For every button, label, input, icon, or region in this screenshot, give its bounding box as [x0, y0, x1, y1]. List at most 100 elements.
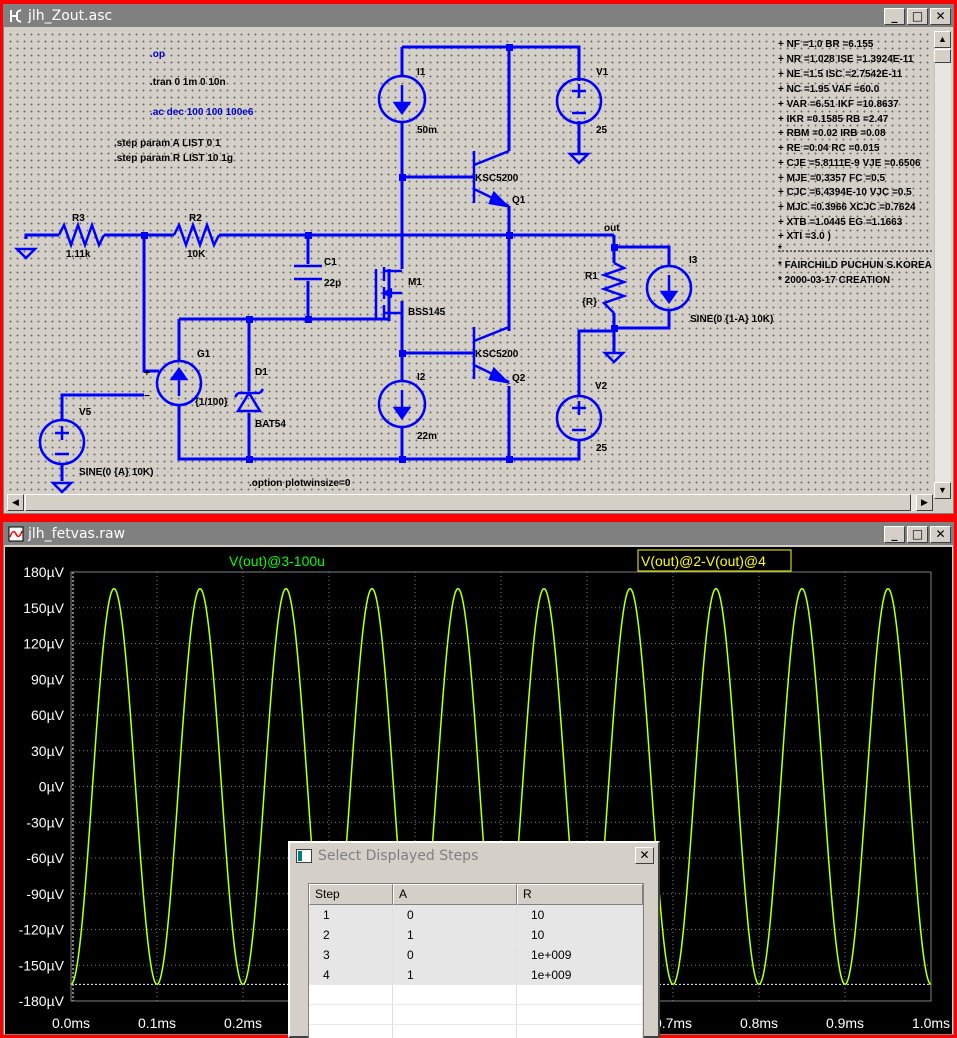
step-cell: 4	[309, 965, 393, 985]
x-tick-label: 0.2ms	[224, 1015, 262, 1031]
v2-value: 25	[596, 443, 608, 454]
r2-symbol[interactable]	[172, 221, 221, 249]
y-tick-label: 120µV	[23, 636, 64, 652]
column-header-a[interactable]: A	[393, 884, 517, 905]
minimize-button[interactable]: _	[884, 8, 905, 25]
d1-label: D1	[255, 367, 268, 378]
y-tick-label: -90µV	[26, 886, 64, 902]
maximize-button[interactable]: □	[907, 526, 928, 543]
step-row[interactable]: 1 0 10	[309, 905, 643, 925]
empty-row	[309, 1005, 643, 1025]
g1-plus: +	[144, 368, 150, 379]
step-row[interactable]: 4 1 1e+009	[309, 965, 643, 985]
r1-value: {R}	[582, 297, 597, 308]
m1-symbol[interactable]	[374, 267, 402, 319]
scroll-up-arrow-icon[interactable]: ▲	[934, 31, 951, 48]
tran-directive[interactable]: .tran 0 1m 0 10n	[150, 77, 226, 88]
schematic-doc-icon	[10, 9, 22, 23]
close-button[interactable]: ✕	[930, 8, 951, 25]
i2-symbol[interactable]	[377, 379, 427, 429]
op-directive[interactable]: .op	[150, 49, 165, 60]
model-line: + NE =1.5 ISC =2.7542E-11	[778, 69, 903, 80]
v2-symbol[interactable]	[555, 394, 603, 442]
dialog-title: Select Displayed Steps	[318, 848, 479, 864]
model-line: + RBM =0.02 IRB =0.08	[778, 128, 886, 139]
scroll-right-arrow-icon[interactable]: ▶	[916, 494, 933, 511]
q1-symbol[interactable]	[472, 149, 511, 208]
column-header-step[interactable]: Step	[309, 884, 393, 905]
step-row[interactable]: 3 0 1e+009	[309, 945, 643, 965]
c1-symbol[interactable]	[294, 264, 322, 281]
y-tick-label: 60µV	[31, 707, 65, 723]
g1-symbol[interactable]	[155, 359, 203, 407]
dialog-close-button[interactable]: ✕	[635, 847, 654, 864]
d1-symbol[interactable]	[234, 388, 264, 413]
close-button[interactable]: ✕	[930, 526, 951, 543]
model-line: + VAR =6.51 IKF =10.8637	[778, 99, 899, 110]
maximize-button[interactable]: □	[907, 8, 928, 25]
model-line: *	[778, 244, 782, 255]
i2-value: 22m	[417, 431, 437, 442]
r1-symbol[interactable]	[600, 261, 628, 314]
scroll-down-arrow-icon[interactable]: ▼	[934, 482, 951, 499]
empty-row	[309, 985, 643, 1005]
minimize-button[interactable]: _	[884, 526, 905, 543]
waveform-titlebar[interactable]: jlh_fetvas.raw _ □ ✕	[4, 523, 953, 545]
g1-label: G1	[197, 349, 211, 360]
model-line: + MJE =0.3357 FC =0.5	[778, 173, 885, 184]
waveform-title: jlh_fetvas.raw	[28, 526, 126, 542]
v1-value: 25	[596, 125, 608, 136]
model-line: + CJC =6.4394E-10 VJC =0.5	[778, 187, 912, 198]
a-cell: 1	[393, 925, 517, 945]
i3-label: I3	[689, 255, 698, 266]
step-r-directive[interactable]: .step param R LIST 10 1g	[114, 153, 233, 164]
model-line: * 2000-03-17 CREATION	[778, 275, 890, 286]
q2-symbol[interactable]	[472, 325, 511, 384]
step-a-directive[interactable]: .step param A LIST 0 1	[114, 138, 221, 149]
r-cell: 1e+009	[517, 965, 643, 985]
i1-symbol[interactable]	[377, 74, 427, 124]
x-tick-label: 0.8ms	[740, 1015, 778, 1031]
g1-minus: −	[144, 391, 150, 402]
y-axis-ticks: 180µV150µV120µV90µV60µV30µV0µV-30µV-60µV…	[19, 564, 65, 1009]
select-displayed-steps-dialog[interactable]: Select Displayed Steps ✕ Step A R 1 0 10…	[288, 841, 660, 1038]
step-row[interactable]: 2 1 10	[309, 925, 643, 945]
y-tick-label: 30µV	[31, 743, 65, 759]
model-line: * FAIRCHILD PUCHUN S.KOREA	[778, 260, 932, 271]
a-cell: 1	[393, 965, 517, 985]
option-directive[interactable]: .option plotwinsize=0	[249, 478, 351, 489]
schematic-titlebar[interactable]: jlh_Zout.asc _ □ ✕	[4, 5, 953, 27]
scroll-left-arrow-icon[interactable]: ◀	[7, 494, 24, 511]
r3-symbol[interactable]	[57, 221, 106, 249]
r-cell: 10	[517, 925, 643, 945]
schematic-horizontal-scrollbar[interactable]: ◀ ▶	[7, 494, 933, 511]
dialog-titlebar[interactable]: Select Displayed Steps ✕	[290, 843, 658, 869]
column-header-r[interactable]: R	[517, 884, 643, 905]
v5-symbol[interactable]	[38, 418, 86, 466]
y-tick-label: 90µV	[31, 671, 65, 687]
horizontal-scroll-thumb[interactable]	[25, 494, 911, 511]
schematic-window[interactable]: jlh_Zout.asc _ □ ✕ .op .tran 0 1m 0 10n …	[3, 4, 954, 514]
y-tick-label: 0µV	[39, 779, 65, 795]
i1-label: I1	[417, 67, 426, 78]
schematic-canvas[interactable]: .op .tran 0 1m 0 10n .ac dec 100 100 100…	[7, 31, 933, 499]
trace-label-2[interactable]: V(out)@2-V(out)@4	[641, 553, 766, 569]
step-cell: 2	[309, 925, 393, 945]
model-line: + MJC =0.3966 XCJC =0.7624	[778, 202, 916, 213]
m1-label: M1	[408, 277, 422, 288]
schematic-vertical-scrollbar[interactable]: ▲ ▼	[934, 31, 951, 499]
model-line: + NR =1.028 ISE =1.3924E-11	[778, 54, 914, 65]
steps-list[interactable]: Step A R 1 0 10 2 1 10 3 0 1e+009 4 1 1e…	[308, 883, 644, 1038]
model-text-block[interactable]: + NF =1.0 BR =6.155 + NR =1.028 ISE =1.3…	[778, 39, 932, 286]
i3-symbol[interactable]	[645, 264, 693, 312]
model-line: + NC =1.95 VAF =60.0	[778, 84, 880, 95]
trace-label-1[interactable]: V(out)@3-100u	[229, 553, 325, 569]
r2-value: 10K	[187, 249, 206, 260]
v1-symbol[interactable]	[555, 77, 603, 125]
x-tick-label: 0.1ms	[138, 1015, 176, 1031]
v2-label: V2	[595, 381, 608, 392]
ac-directive[interactable]: .ac dec 100 100 100e6	[150, 107, 254, 118]
empty-row	[309, 1025, 643, 1038]
vertical-scroll-thumb[interactable]	[934, 49, 951, 63]
q1-model: KSC5200	[475, 173, 519, 184]
